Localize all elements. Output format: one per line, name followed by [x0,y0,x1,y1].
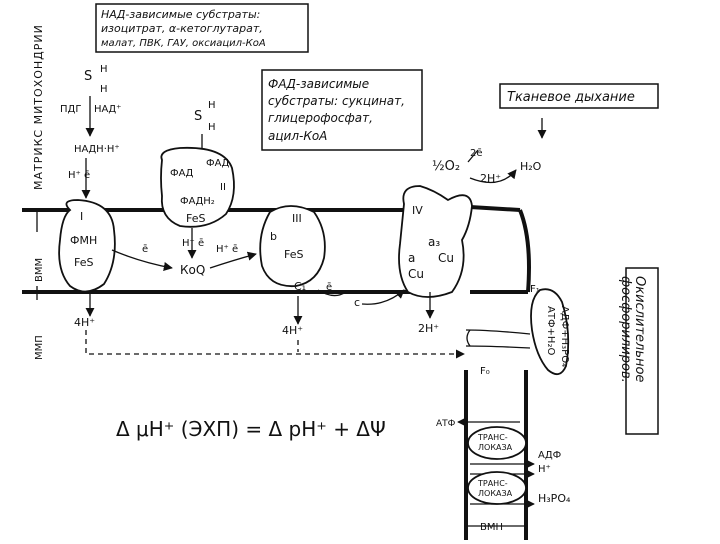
f0-channel-top [465,329,531,335]
water-label: H₂O [520,160,542,173]
f0-curl [466,329,471,347]
c1-to-c-arrow [317,289,347,297]
matrix-side-label: МАТРИКС МИТОХОНДРИИ [32,24,45,190]
o2-label: ½O₂ [432,159,460,174]
complex2-fad: ФАД [170,168,193,179]
nad-plus-label: НАД⁺ [94,104,121,115]
complex4-a3: a₃ [428,235,440,249]
complex4-cu1: Cu [408,267,424,281]
two-e-arrow [467,149,479,163]
complex4-cu2: Cu [438,251,454,265]
atf-label: АТФ [436,419,456,429]
h2-label-3: 2Н⁺ [418,322,439,335]
h3po4-label: Н₃РО₄ [538,492,571,505]
oxphos-line1: Окислительное [632,276,647,382]
fad-box-line2: субстраты: сукцинат, [268,94,405,108]
koq-label: КоQ [180,263,205,277]
complex3-fes: FeS [284,248,303,261]
complex1-fes: FeS [74,256,93,269]
translocase1-line1: ТРАНС- [477,433,508,442]
h-e-left-label: Н⁺ ē [68,170,90,181]
complex3-b: b [270,230,277,243]
translocase-1 [467,426,527,460]
f1-label: F₁ [530,284,540,295]
e-arrow1-label: ē [142,244,148,255]
nad-box-line3: малат, ПВК, ГАУ, оксиацил-КоА [101,38,266,49]
complex-1 [58,199,116,293]
adf-label: АДФ [538,450,562,461]
complex2-roman: II [220,182,226,193]
translocase2-line2: ЛОКАЗА [478,489,513,498]
complex4-a: a [408,251,415,265]
nad-substrates-box [95,3,309,53]
complex2-fad2: ФАД [206,158,229,169]
membrane-top-right [469,205,521,212]
translocase2-line1: ТРАНС- [477,479,508,488]
sh-top-s: S [84,69,92,84]
fad-box-line3: глицерофосфат, [268,111,373,125]
fad-substrates-box [261,69,423,151]
water-formation-arrow [469,169,517,184]
h-e-mid2-label: Н⁺ ē [216,244,238,255]
oxphos-box [625,267,659,435]
nad-box-line1: НАД-зависимые субстраты: [101,8,260,21]
tissue-respiration-label: Тканевое дыхание [507,90,635,105]
c-label: c [354,296,360,309]
sh2-s: S [194,109,202,124]
e-arrow2-label: ē [326,282,332,293]
koq-to-complex3-arrow [209,251,257,269]
complex3-roman: III [292,212,302,225]
h-e-mid-label: Н⁺ ē [182,238,204,249]
fad-box-line1: ФАД-зависимые [268,77,369,91]
h4-label-1: 4Н⁺ [74,316,95,329]
vmm-side-label: ВММ [34,258,45,282]
nadh-label: НАДН·Н⁺ [74,144,120,155]
complex4-roman: IV [412,204,423,217]
hplus-label: Н⁺ [538,464,551,475]
vmn-label: ВМН [480,522,503,533]
sh2-h2: H [208,122,216,133]
proton-return-dashed [85,330,465,359]
complex1-roman: I [80,210,83,223]
complex-2 [160,146,235,228]
sh-top-h2: H [100,84,108,95]
oxphos-line2: фосфорилиров. [618,276,633,383]
translocase-2 [467,471,527,505]
fad-box-line4: ацил-КоА [268,129,327,143]
chemiosmotic-formula: Δ μH⁺ (ЭХП) = Δ pH⁺ + ΔΨ [116,417,386,441]
complex-4 [398,185,473,298]
h4-label-2: 4Н⁺ [282,324,303,337]
sh2-h1: H [208,100,216,111]
sh-top-h1: H [100,64,108,75]
pdg-label: ПДГ [60,104,81,115]
mmp-side-label: ММП [34,335,45,360]
two-e-label: 2ē [470,148,483,159]
complex-3 [259,205,326,288]
complex1-fmn: ФМН [70,234,97,247]
c-to-complex4-arrow [361,289,405,305]
f0-channel-bottom [465,345,531,349]
complex3-c1: C₁ [294,280,306,293]
adp-side-label: АДФ+Н₃РО₄ [559,306,570,367]
tissue-respiration-box [499,83,659,109]
f0-label: F₀ [480,366,490,377]
membrane-curve [518,209,531,293]
complex2-fes: FeS [186,212,205,225]
complex1-to-koq-arrow [111,249,173,271]
nad-box-line2: изоцитрат, α-кетоглутарат, [101,22,263,35]
atp-synthase-f1 [530,288,570,376]
complex2-fadh2: ФАДН₂ [180,196,215,207]
atp-side-label: АТФ+Н₂О [545,306,556,355]
translocase1-line2: ЛОКАЗА [478,443,513,452]
